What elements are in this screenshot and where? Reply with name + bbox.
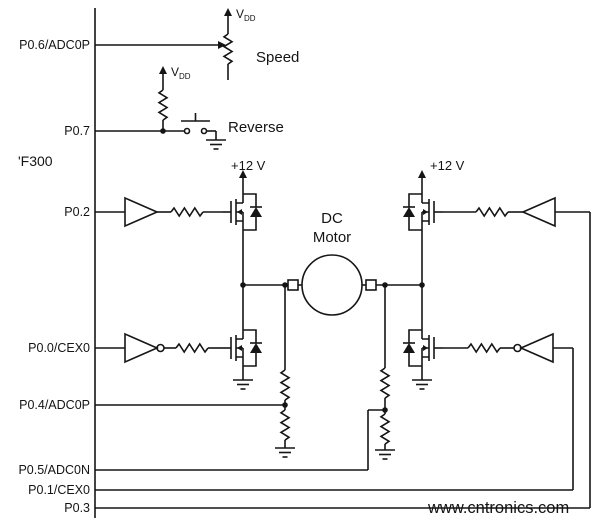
junction-dots bbox=[160, 128, 425, 413]
speed-potentiometer bbox=[223, 8, 233, 80]
pin-label-p00-cex0: P0.0/CEX0 bbox=[28, 341, 90, 355]
gate-resistor bbox=[170, 207, 204, 217]
p00-gate-drive bbox=[95, 332, 222, 364]
p02-gate-drive bbox=[95, 196, 222, 228]
dc-motor bbox=[243, 254, 422, 316]
ground-icon bbox=[411, 379, 433, 390]
supply-label-left: +12 V bbox=[231, 158, 266, 173]
buffer-icon bbox=[124, 196, 159, 228]
watermark-text: www.cntronics.com bbox=[427, 499, 569, 517]
reverse-label: Reverse bbox=[228, 119, 284, 136]
divider-resistor-top bbox=[280, 369, 290, 401]
pin-label-p01-cex0: P0.1/CEX0 bbox=[28, 483, 90, 497]
motor-body bbox=[301, 254, 363, 316]
sense-divider-left bbox=[274, 285, 296, 458]
ground-icon bbox=[205, 139, 227, 150]
divider-resistor-top bbox=[380, 367, 390, 399]
mcu-name-label: 'F300 bbox=[18, 153, 53, 169]
mosfet-top-left bbox=[221, 185, 263, 239]
divider-resistor-bottom bbox=[380, 413, 390, 445]
pin-label-p06-adc0p: P0.6/ADC0P bbox=[19, 38, 90, 52]
inverter-icon bbox=[519, 332, 554, 364]
hbridge-left-leg bbox=[221, 170, 263, 390]
vdd-arrow-icon bbox=[224, 8, 232, 16]
mosfet-top-right bbox=[402, 185, 444, 239]
buffer-icon bbox=[521, 196, 556, 228]
supply-arrow-icon bbox=[418, 170, 426, 178]
gate-resistor bbox=[175, 343, 209, 353]
ground-icon bbox=[274, 447, 296, 458]
gate-resistor bbox=[467, 343, 501, 353]
p05-sense-wire bbox=[95, 409, 385, 471]
reverse-pushbutton bbox=[95, 113, 227, 150]
divider-resistor-bottom bbox=[280, 409, 290, 441]
vdd-label-speed: VDD bbox=[236, 7, 256, 23]
supply-label-right: +12 V bbox=[430, 158, 465, 173]
ground-icon bbox=[374, 449, 396, 460]
hbridge-right-leg bbox=[402, 170, 444, 390]
speed-pot-wiper-wire bbox=[95, 41, 226, 49]
motor-label-line2: Motor bbox=[313, 229, 351, 246]
speed-pot-resistor bbox=[223, 33, 233, 65]
supply-arrow-icon bbox=[239, 170, 247, 178]
gate-resistor bbox=[475, 207, 509, 217]
pin-label-p03: P0.3 bbox=[64, 501, 90, 515]
motor-terminal-left bbox=[287, 279, 299, 291]
pin-label-p04-adc0p: P0.4/ADC0P bbox=[19, 398, 90, 412]
inverter-icon bbox=[124, 332, 159, 364]
motor-terminal-right bbox=[365, 279, 377, 291]
sense-divider-right bbox=[374, 285, 396, 460]
ground-icon bbox=[232, 379, 254, 390]
pin-label-p05-adc0n: P0.5/ADC0N bbox=[18, 463, 90, 477]
wiper-arrow-icon bbox=[218, 41, 226, 49]
pin-label-p07: P0.7 bbox=[64, 124, 90, 138]
reverse-pullup bbox=[158, 66, 168, 131]
p03-gate-drive bbox=[95, 196, 591, 509]
p01-gate-drive bbox=[95, 332, 574, 491]
mosfet-bottom-left bbox=[221, 321, 263, 375]
mosfet-bottom-right bbox=[402, 321, 444, 375]
vdd-arrow-icon bbox=[159, 66, 167, 74]
vdd-label-reverse: VDD bbox=[171, 65, 191, 81]
motor-label-line1: DC bbox=[321, 210, 343, 227]
pullup-resistor bbox=[158, 89, 168, 121]
pin-label-p02: P0.2 bbox=[64, 205, 90, 219]
speed-label: Speed bbox=[256, 49, 299, 66]
